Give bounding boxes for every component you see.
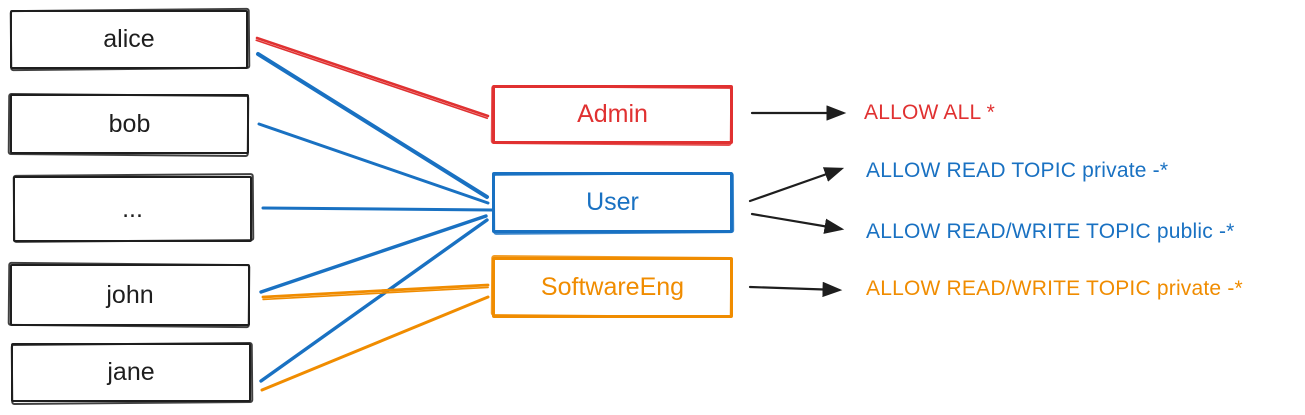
- arrow-user-allow-readwrite-public: [750, 212, 845, 234]
- role-box-admin: Admin: [492, 85, 733, 144]
- edge-jane-softwareeng: [260, 295, 490, 392]
- edge-bob-user: [257, 122, 490, 205]
- role-box-user: User: [492, 172, 733, 233]
- acl-text-allow-read-write-topic-private: ALLOW READ/WRITE TOPIC private -*: [866, 277, 1243, 300]
- role-box-softwareeng: SoftwareEng: [492, 257, 733, 318]
- role-label-user: User: [586, 188, 639, 216]
- user-label-jane: jane: [107, 358, 155, 386]
- user-box-alice: alice: [10, 10, 248, 69]
- edge-john-softwareeng: [261, 283, 490, 299]
- user-label-alice: alice: [103, 25, 155, 53]
- edge-alice-user: [256, 52, 489, 199]
- user-box-ellipsis: ...: [13, 176, 252, 242]
- acl-text-allow-all: ALLOW ALL *: [864, 101, 995, 124]
- user-label-john: john: [106, 280, 154, 309]
- edge-jane-user: [259, 218, 489, 383]
- user-box-john: john: [10, 264, 250, 326]
- user-box-bob: bob: [10, 94, 249, 154]
- user-label-bob: bob: [108, 109, 151, 138]
- acl-text-allow-read-write-topic-public: ALLOW READ/WRITE TOPIC public -*: [866, 220, 1235, 243]
- edge-sketch-john-softwareeng: [262, 286, 489, 301]
- edge-alice-admin: [255, 36, 490, 118]
- edge-john-user: [259, 214, 488, 294]
- edge-ellipsis-user: [261, 206, 494, 212]
- role-label-admin: Admin: [577, 100, 648, 128]
- role-label-softwareeng: SoftwareEng: [540, 273, 685, 301]
- user-box-jane: jane: [11, 343, 251, 402]
- arrow-user-allow-read-private: [748, 167, 845, 203]
- user-label-ellipsis: ...: [122, 194, 143, 223]
- edge-sketch-alice-admin: [255, 39, 489, 120]
- acl-text-allow-read-topic-private: ALLOW READ TOPIC private -*: [866, 159, 1169, 182]
- arrow-softwareeng-allow-readwrite-private: [748, 281, 843, 298]
